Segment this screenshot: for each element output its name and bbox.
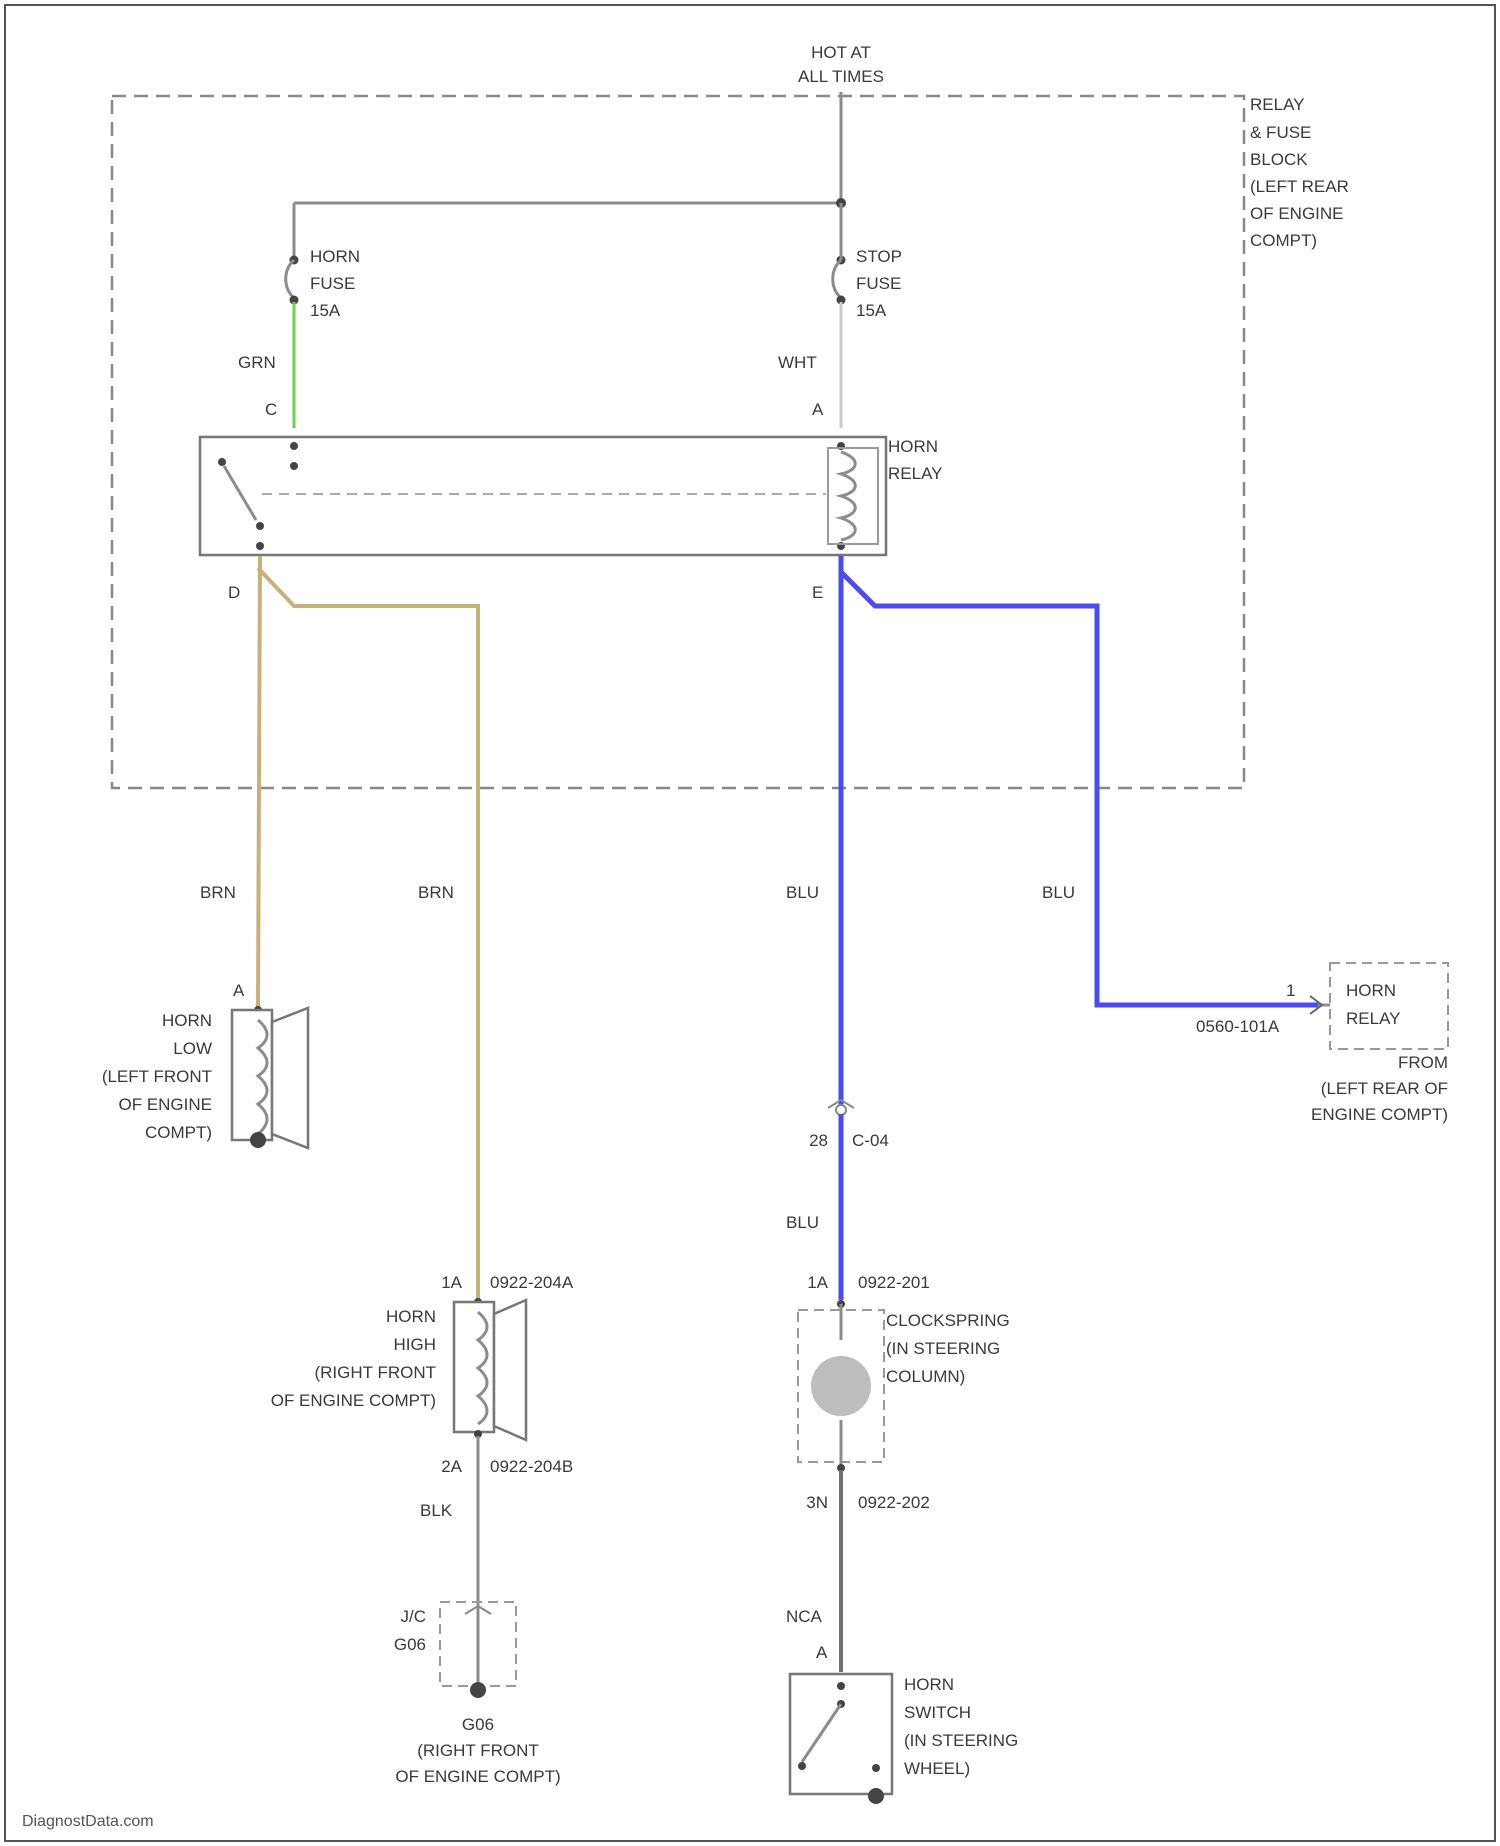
svg-text:(LEFT REAR OF: (LEFT REAR OF (1321, 1079, 1448, 1098)
svg-text:HORN: HORN (904, 1675, 954, 1694)
relay-terminal-d: D (228, 583, 240, 602)
stop-fuse-label-2: FUSE (856, 274, 901, 293)
svg-text:HORN: HORN (162, 1011, 212, 1030)
clockspring-connector-top: 0922-201 (858, 1273, 930, 1292)
wire-label-grn: GRN (238, 353, 276, 372)
svg-text:SWITCH: SWITCH (904, 1703, 971, 1722)
wire-brn-left (258, 556, 260, 1008)
horn-switch-label: HORN SWITCH (IN STEERING WHEEL) (904, 1675, 1018, 1778)
c04-name: C-04 (852, 1131, 889, 1150)
remote-relay-label-2: RELAY (1346, 1009, 1401, 1028)
svg-text:CLOCKSPRING: CLOCKSPRING (886, 1311, 1010, 1330)
page-frame (5, 5, 1495, 1841)
horn-high-symbol (454, 1298, 526, 1440)
svg-text:(RIGHT FRONT: (RIGHT FRONT (417, 1741, 539, 1760)
svg-text:HORN: HORN (386, 1307, 436, 1326)
horn-relay-label-1: HORN (888, 437, 938, 456)
horn-high-connector-top: 0922-204A (490, 1273, 574, 1292)
c04-pin: 28 (809, 1131, 828, 1150)
fuse-bus-wire (294, 203, 841, 258)
svg-text:(RIGHT FRONT: (RIGHT FRONT (314, 1363, 436, 1382)
wire-brn-right (258, 568, 478, 1300)
ground-label: G06 (RIGHT FRONT OF ENGINE COMPT) (395, 1715, 560, 1786)
clockspring-symbol (798, 1300, 884, 1472)
stop-fuse-symbol (833, 203, 846, 305)
relay-terminal-a: A (812, 400, 824, 419)
svg-text:HIGH: HIGH (394, 1335, 437, 1354)
horn-fuse-label-1: HORN (310, 247, 360, 266)
svg-text:ENGINE COMPT): ENGINE COMPT) (1311, 1105, 1448, 1124)
svg-text:(IN STEERING: (IN STEERING (904, 1731, 1018, 1750)
remote-relay-label-1: HORN (1346, 981, 1396, 1000)
remote-relay-connector: 0560-101A (1196, 1017, 1280, 1036)
stop-fuse-label-3: 15A (856, 301, 887, 320)
jc-label-2: G06 (394, 1635, 426, 1654)
remote-relay-terminal: 1 (1286, 981, 1295, 1000)
horn-relay-label-2: RELAY (888, 464, 943, 483)
svg-text:OF ENGINE COMPT): OF ENGINE COMPT) (395, 1767, 560, 1786)
power-source-label-line1: HOT AT (811, 43, 871, 62)
wire-label-brn-left: BRN (200, 883, 236, 902)
svg-text:OF ENGINE COMPT): OF ENGINE COMPT) (271, 1391, 436, 1410)
wire-label-blu-right: BLU (1042, 883, 1075, 902)
horn-switch-symbol (790, 1674, 892, 1804)
relay-fuse-block-label: RELAY & FUSE BLOCK (LEFT REAR OF ENGINE … (1250, 95, 1349, 250)
svg-text:BLOCK: BLOCK (1250, 150, 1308, 169)
wire-label-wht: WHT (778, 353, 817, 372)
clockspring-label: CLOCKSPRING (IN STEERING COLUMN) (886, 1311, 1010, 1386)
watermark: DiagnostData.com (22, 1813, 154, 1830)
clockspring-pin-bottom: 3N (806, 1493, 828, 1512)
stop-fuse-label-1: STOP (856, 247, 902, 266)
svg-text:LOW: LOW (173, 1039, 212, 1058)
svg-text:RELAY: RELAY (1250, 95, 1305, 114)
svg-text:COMPT): COMPT) (145, 1123, 212, 1142)
svg-text:& FUSE: & FUSE (1250, 123, 1311, 142)
horn-high-connector-bottom: 0922-204B (490, 1457, 573, 1476)
horn-high-pin-bottom: 2A (441, 1457, 462, 1476)
svg-text:OF ENGINE: OF ENGINE (118, 1095, 212, 1114)
horn-high-pin-top: 1A (441, 1273, 462, 1292)
svg-text:OF ENGINE: OF ENGINE (1250, 204, 1344, 223)
wire-label-blk: BLK (420, 1501, 453, 1520)
horn-low-label: HORN LOW (LEFT FRONT OF ENGINE COMPT) (102, 1011, 212, 1142)
horn-fuse-symbol (286, 256, 299, 305)
wire-label-brn-right: BRN (418, 883, 454, 902)
svg-text:COMPT): COMPT) (1250, 231, 1317, 250)
svg-text:WHEEL): WHEEL) (904, 1759, 970, 1778)
svg-text:(LEFT FRONT: (LEFT FRONT (102, 1067, 212, 1086)
remote-relay-from-label: FROM (LEFT REAR OF ENGINE COMPT) (1311, 1053, 1448, 1124)
power-source-label-line2: ALL TIMES (798, 67, 884, 86)
horn-relay-box (200, 437, 886, 555)
ground-point-dot (470, 1682, 486, 1698)
remote-relay-symbol (1310, 963, 1448, 1049)
svg-text:(LEFT REAR: (LEFT REAR (1250, 177, 1349, 196)
svg-text:G06: G06 (462, 1715, 494, 1734)
horn-low-terminal: A (233, 981, 245, 1000)
svg-text:(IN STEERING: (IN STEERING (886, 1339, 1000, 1358)
horn-high-label: HORN HIGH (RIGHT FRONT OF ENGINE COMPT) (271, 1307, 436, 1410)
horn-low-symbol (232, 1006, 308, 1148)
relay-terminal-c: C (265, 400, 277, 419)
horn-fuse-label-3: 15A (310, 301, 341, 320)
svg-text:COLUMN): COLUMN) (886, 1367, 965, 1386)
wire-label-nca: NCA (786, 1607, 823, 1626)
svg-text:FROM: FROM (1398, 1053, 1448, 1072)
relay-terminal-e: E (812, 583, 823, 602)
jc-label-1: J/C (401, 1607, 427, 1626)
horn-switch-terminal: A (816, 1643, 828, 1662)
clockspring-connector-bottom: 0922-202 (858, 1493, 930, 1512)
wire-label-blu-center: BLU (786, 883, 819, 902)
horn-fuse-label-2: FUSE (310, 274, 355, 293)
wire-label-blu-lower: BLU (786, 1213, 819, 1232)
clockspring-pin-top: 1A (807, 1273, 828, 1292)
